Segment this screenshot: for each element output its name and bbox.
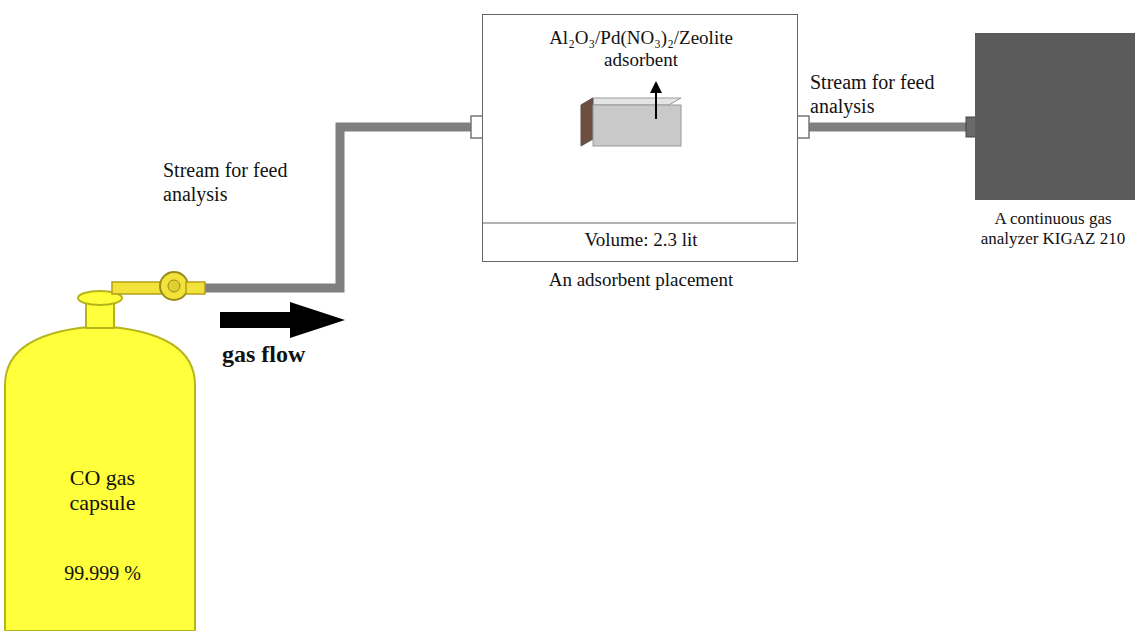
regulator-stem — [112, 282, 162, 294]
chamber-shelf — [483, 222, 796, 224]
pointer-arrow — [655, 91, 657, 119]
gas-pipe — [798, 123, 975, 132]
gas-cylinder: CO gas capsule 99.999 % — [0, 270, 205, 631]
gas-analyzer: A continuous gas analyzer KIGAZ 210 — [975, 33, 1135, 200]
regulator-knob — [168, 280, 180, 292]
flow-label: gas flow — [222, 340, 352, 369]
stream-label: Stream for feed analysis — [810, 70, 970, 118]
analyzer-caption: A continuous gas analyzer KIGAZ 210 — [977, 209, 1129, 248]
adsorbent-chamber: Al₂O₃/Pd(NO₃)₂/Zeolite adsorbentVolume: … — [482, 14, 798, 262]
volume-label: Volume: 2.3 lit — [483, 229, 799, 251]
stream-label: Stream for feed analysis — [163, 158, 313, 206]
cylinder-label: CO gas capsule — [35, 465, 170, 516]
adsorbent-label: Al₂O₃/Pd(NO₃)₂/Zeolite adsorbent — [513, 27, 769, 71]
flow-arrow — [220, 302, 345, 338]
gas-pipe — [205, 127, 482, 288]
pipe-flange — [797, 116, 809, 138]
block-top — [581, 98, 681, 105]
regulator-gauge — [160, 272, 188, 300]
pointer-arrowhead — [650, 81, 662, 93]
cylinder-body — [5, 326, 195, 631]
regulator-outlet — [186, 282, 205, 294]
purity-label: 99.999 % — [25, 562, 180, 585]
chamber-caption: An adsorbent placement — [483, 269, 799, 291]
adsorbent-block — [593, 105, 681, 146]
block-side — [581, 98, 593, 146]
